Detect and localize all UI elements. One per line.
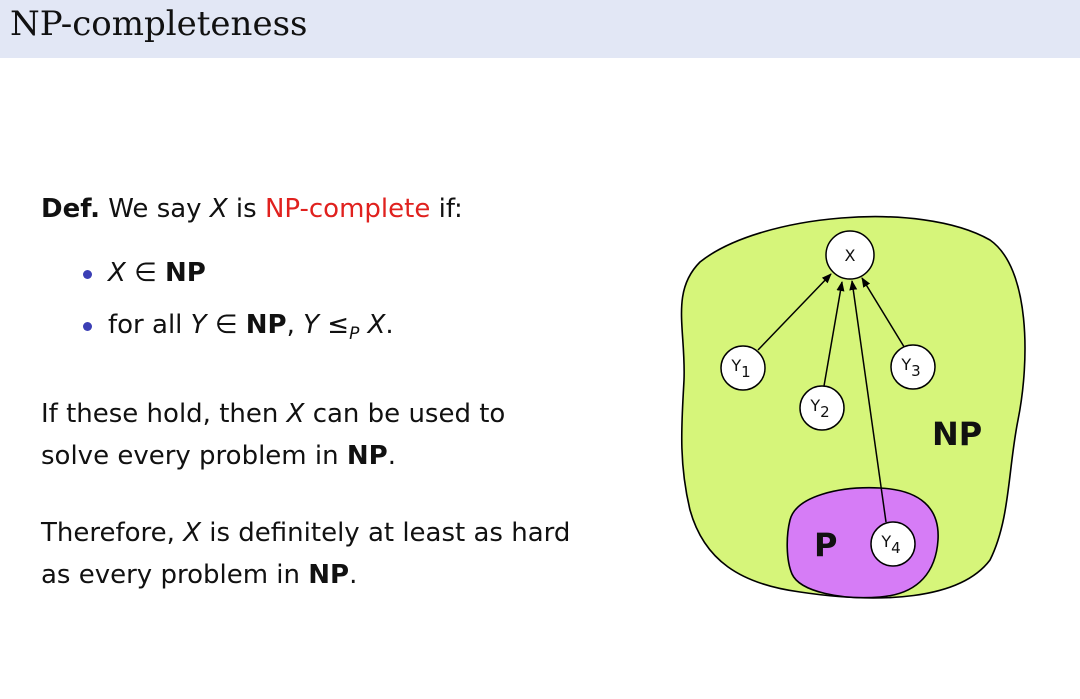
svg-text:Y1: Y1 xyxy=(730,356,750,381)
svg-text:Y3: Y3 xyxy=(900,355,920,380)
p1-b: can be used to solve every problem in xyxy=(41,399,506,471)
b2-cls: NP xyxy=(245,310,287,340)
b2-rel: ∈ xyxy=(214,310,238,340)
node-y1-base: Y xyxy=(730,356,741,375)
node-y2-sub: 2 xyxy=(820,403,830,421)
p1-a: If these hold, then xyxy=(41,399,279,429)
b2-var-y2: Y xyxy=(303,310,319,340)
arrow-y2-to-x xyxy=(823,281,845,387)
definition-line: Def. We say X is NP-complete if: xyxy=(41,188,463,230)
np-region xyxy=(680,215,1026,599)
p2-b: is definitely at least as hard as every … xyxy=(41,518,571,590)
p2-a: Therefore, xyxy=(41,518,175,548)
node-x: X xyxy=(825,230,875,280)
slide-title: NP-completeness xyxy=(10,4,308,44)
paragraph-conclusion: Therefore, X is definitely at least as h… xyxy=(41,512,581,596)
p2-end: . xyxy=(349,560,358,590)
paragraph-usage: If these hold, then X can be used to sol… xyxy=(41,393,581,477)
slide-content: Def. We say X is NP-complete if: X ∈ NP … xyxy=(41,0,601,699)
b1-cls: NP xyxy=(165,258,206,288)
b2-var-x: X xyxy=(367,310,386,340)
node-y4-sub: 4 xyxy=(891,539,901,557)
node-x-label: X xyxy=(845,246,856,265)
bullet-dot-icon xyxy=(83,270,92,279)
node-y2: Y2 xyxy=(799,385,845,431)
b2-comma: , xyxy=(286,310,295,340)
p-label: P xyxy=(814,526,837,564)
arrow-y4-to-x xyxy=(849,280,887,523)
b2-sub: P xyxy=(349,324,360,344)
b1-rel: ∈ xyxy=(134,258,157,288)
p2-var: X xyxy=(183,518,201,548)
condition-list: X ∈ NP for all Y ∈ NP, Y ≤P X. xyxy=(41,252,394,356)
node-y4: Y4 xyxy=(870,521,916,567)
b2-var-y: Y xyxy=(190,310,207,340)
arrow-y3-to-x xyxy=(861,277,907,351)
node-y3-base: Y xyxy=(900,355,911,374)
b2-leq: ≤ xyxy=(327,310,350,340)
node-y3: Y3 xyxy=(890,344,936,390)
def-pre: We say xyxy=(108,194,202,224)
bullet-dot-icon xyxy=(83,322,92,331)
p1-var: X xyxy=(286,399,305,429)
p2-cls: NP xyxy=(308,560,350,590)
node-y4-base: Y xyxy=(880,532,891,551)
np-label: NP xyxy=(932,415,982,453)
svg-text:Y2: Y2 xyxy=(809,396,829,421)
condition-item-2: for all Y ∈ NP, Y ≤P X. xyxy=(41,304,394,356)
b1-var: X xyxy=(108,258,126,288)
def-var: X xyxy=(209,194,228,224)
b2-end: . xyxy=(385,310,394,340)
title-bar: NP-completeness xyxy=(0,0,1080,58)
node-y3-sub: 3 xyxy=(911,362,921,380)
node-y2-base: Y xyxy=(809,396,820,415)
svg-text:Y4: Y4 xyxy=(880,532,900,557)
b2-pre: for all xyxy=(108,310,183,340)
def-label: Def. xyxy=(41,194,100,224)
arrow-y1-to-x xyxy=(757,273,832,351)
def-is: is xyxy=(235,194,257,224)
condition-item-1: X ∈ NP xyxy=(41,252,394,304)
node-y1-sub: 1 xyxy=(741,363,751,381)
np-diagram: NP P X Y1 Y2 Y3 Y4 xyxy=(680,215,1026,599)
node-y1: Y1 xyxy=(720,345,766,391)
def-post: if: xyxy=(438,194,463,224)
p-region xyxy=(786,486,939,599)
p1-end: . xyxy=(387,441,396,471)
np-complete-term: NP-complete xyxy=(264,194,431,224)
p1-cls: NP xyxy=(346,441,388,471)
